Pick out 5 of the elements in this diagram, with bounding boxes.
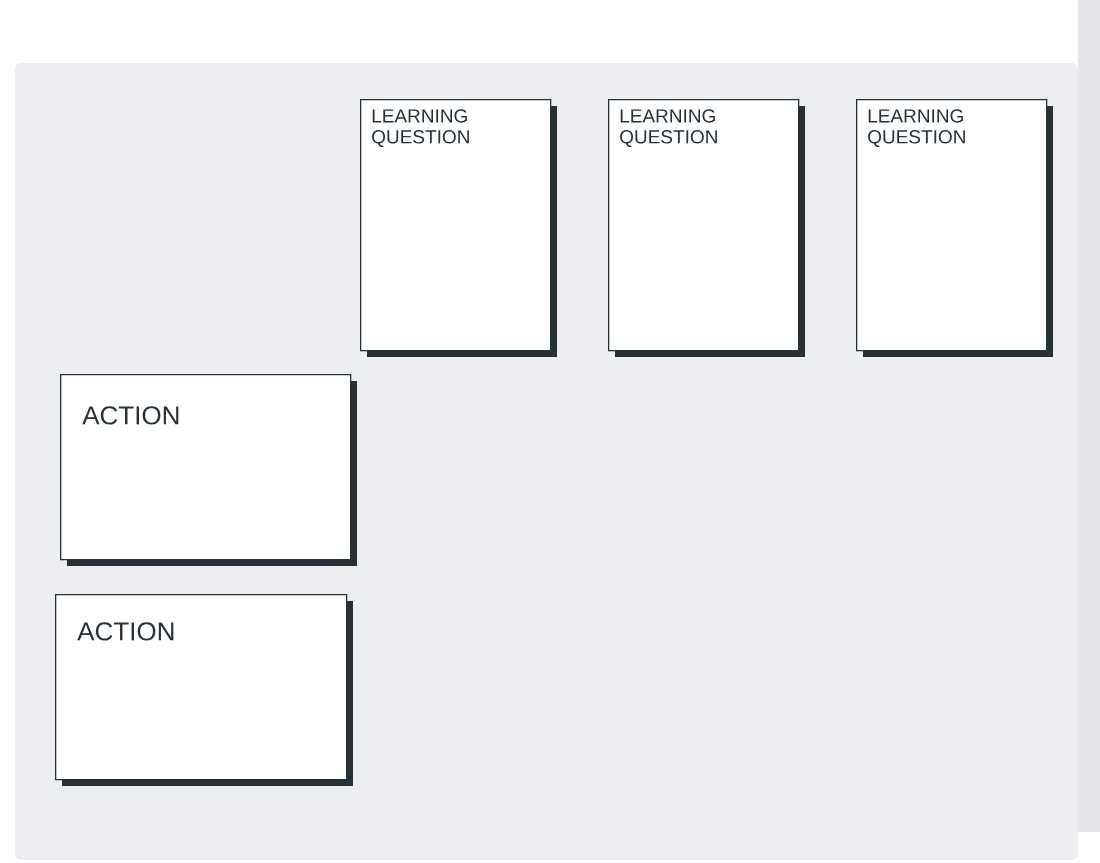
question-card: LEARNING QUESTION — [360, 99, 557, 357]
question-card: LEARNING QUESTION — [856, 99, 1053, 357]
action-card: ACTION — [60, 374, 357, 566]
question-card: LEARNING QUESTION — [608, 99, 805, 357]
action-card: ACTION — [55, 594, 353, 786]
